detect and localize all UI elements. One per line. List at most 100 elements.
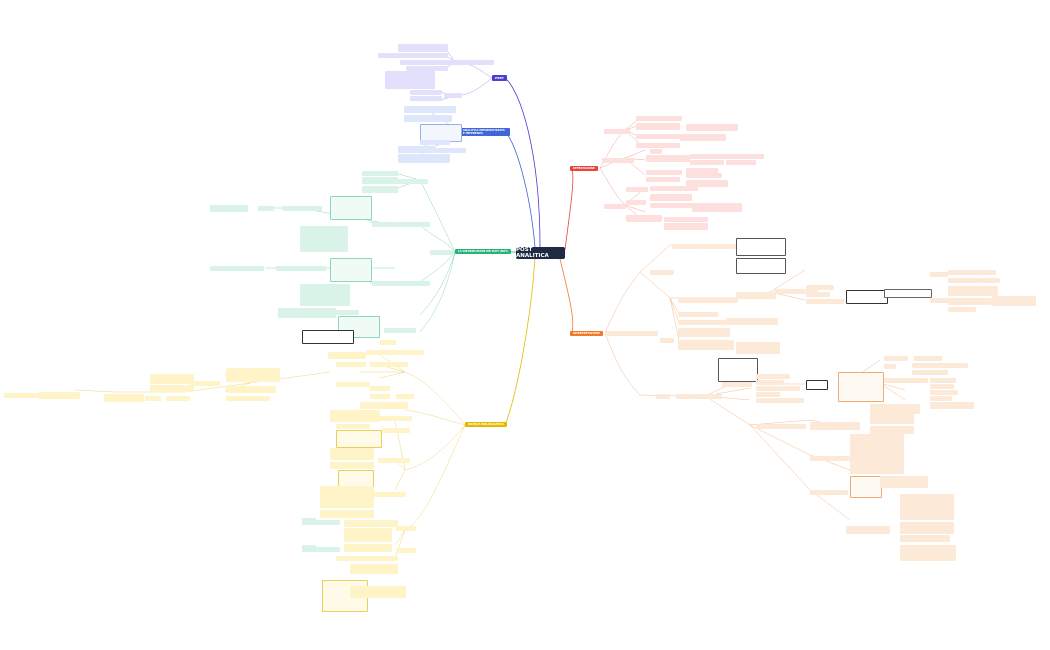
ricerca-node[interactable] <box>226 396 270 401</box>
refertazione-node[interactable] <box>604 204 626 209</box>
interpretazione-node[interactable] <box>698 244 736 249</box>
prep-node[interactable] <box>400 60 448 65</box>
ricerca-node[interactable] <box>38 392 80 399</box>
branch-impedenza[interactable]: ANALITICA INFORMATIZZATA E IMPEDENZA <box>460 128 510 136</box>
refertazione-node[interactable] <box>650 203 692 208</box>
ricerca-node[interactable] <box>302 545 316 552</box>
prep-node[interactable] <box>446 60 494 65</box>
refertazione-node[interactable] <box>730 154 764 159</box>
ricerca-node[interactable] <box>328 352 366 359</box>
impedenza-node[interactable] <box>404 106 456 113</box>
prep-node[interactable] <box>410 96 442 101</box>
distribuzione-node[interactable] <box>300 284 350 306</box>
ricerca-node[interactable] <box>362 556 380 561</box>
central-topic[interactable]: POST ANALITICA <box>516 247 565 259</box>
ricerca-node[interactable] <box>320 510 374 518</box>
interpretazione-node[interactable] <box>948 307 976 312</box>
distribuzione-node[interactable] <box>210 266 248 271</box>
refertazione-node[interactable] <box>686 168 718 173</box>
refertazione-node[interactable] <box>690 160 724 165</box>
refertazione-node[interactable] <box>646 170 682 175</box>
refertazione-node[interactable] <box>646 177 680 182</box>
interpretazione-node[interactable] <box>736 342 780 354</box>
interpretazione-node[interactable] <box>806 380 828 390</box>
distribuzione-node[interactable] <box>302 330 354 344</box>
ricerca-node[interactable] <box>330 410 380 422</box>
distribuzione-node[interactable] <box>282 206 322 211</box>
interpretazione-node[interactable] <box>870 414 914 424</box>
interpretazione-node[interactable] <box>660 338 674 343</box>
refertazione-node[interactable] <box>692 203 742 212</box>
interpretazione-node[interactable] <box>884 378 928 383</box>
ricerca-node[interactable] <box>150 385 194 392</box>
ricerca-node[interactable] <box>344 544 392 552</box>
interpretazione-node[interactable] <box>756 386 800 391</box>
prep-node[interactable] <box>406 66 448 71</box>
ricerca-node[interactable] <box>366 350 390 355</box>
interpretazione-node[interactable] <box>850 434 904 474</box>
refertazione-node[interactable] <box>636 123 680 130</box>
distribuzione-node[interactable] <box>396 222 430 227</box>
ricerca-node[interactable] <box>344 520 398 527</box>
interpretazione-node[interactable] <box>806 299 844 304</box>
refertazione-node[interactable] <box>690 154 730 159</box>
refertazione-node[interactable] <box>636 143 680 148</box>
interpretazione-node[interactable] <box>914 356 942 361</box>
refertazione-node[interactable] <box>686 180 728 187</box>
ricerca-node[interactable] <box>336 556 362 561</box>
ricerca-node[interactable] <box>226 386 276 393</box>
impedenza-node[interactable] <box>436 148 466 153</box>
interpretazione-node[interactable] <box>810 422 860 430</box>
refertazione-node[interactable] <box>636 134 680 139</box>
distribuzione-node[interactable] <box>278 308 336 318</box>
distribuzione-node[interactable] <box>258 206 274 211</box>
ricerca-node[interactable] <box>350 586 406 598</box>
distribuzione-node[interactable] <box>384 328 416 333</box>
interpretazione-node[interactable] <box>948 270 996 275</box>
interpretazione-node[interactable] <box>846 526 890 534</box>
ricerca-node[interactable] <box>145 396 161 401</box>
interpretazione-node[interactable] <box>656 394 670 399</box>
ricerca-node[interactable] <box>382 428 410 433</box>
interpretazione-node[interactable] <box>810 490 848 495</box>
interpretazione-node[interactable] <box>756 392 780 397</box>
interpretazione-node[interactable] <box>672 244 698 249</box>
interpretazione-node[interactable] <box>726 318 778 325</box>
prep-node[interactable] <box>378 53 412 58</box>
interpretazione-node[interactable] <box>756 398 804 403</box>
branch-refertazione[interactable]: REFERTAZIONE <box>570 166 598 171</box>
interpretazione-node[interactable] <box>806 292 830 297</box>
interpretazione-node[interactable] <box>948 286 998 296</box>
ricerca-node[interactable] <box>380 416 412 421</box>
distribuzione-node[interactable] <box>362 171 398 176</box>
distribuzione-node[interactable] <box>362 186 398 193</box>
ricerca-node[interactable] <box>312 547 340 552</box>
ricerca-node[interactable] <box>396 394 414 399</box>
interpretazione-node[interactable] <box>900 522 954 534</box>
interpretazione-node[interactable] <box>756 374 790 379</box>
distribuzione-node[interactable] <box>335 310 359 315</box>
distribuzione-node[interactable] <box>210 205 248 212</box>
ricerca-node[interactable] <box>370 394 390 399</box>
refertazione-node[interactable] <box>686 124 738 131</box>
ricerca-node[interactable] <box>350 564 398 574</box>
interpretazione-node[interactable] <box>930 402 974 409</box>
ricerca-node[interactable] <box>380 340 396 345</box>
interpretazione-node[interactable] <box>930 378 956 383</box>
interpretazione-node[interactable] <box>678 328 730 337</box>
branch-interpretazione[interactable]: INTERPRETAZIONE <box>570 331 603 336</box>
ricerca-node[interactable] <box>380 556 398 561</box>
interpretazione-node[interactable] <box>930 396 952 401</box>
refertazione-node[interactable] <box>650 194 692 201</box>
interpretazione-node[interactable] <box>810 456 850 461</box>
ricerca-node[interactable] <box>336 424 370 429</box>
interpretazione-node[interactable] <box>930 272 948 277</box>
interpretazione-node[interactable] <box>900 545 956 561</box>
interpretazione-node[interactable] <box>870 404 920 414</box>
refertazione-node[interactable] <box>626 200 646 205</box>
distribuzione-node[interactable] <box>276 266 326 271</box>
branch-prep[interactable]: PREP <box>492 75 507 81</box>
impedenza-node[interactable] <box>398 146 436 153</box>
prep-node[interactable] <box>385 71 435 89</box>
interpretazione-node[interactable] <box>756 380 784 385</box>
